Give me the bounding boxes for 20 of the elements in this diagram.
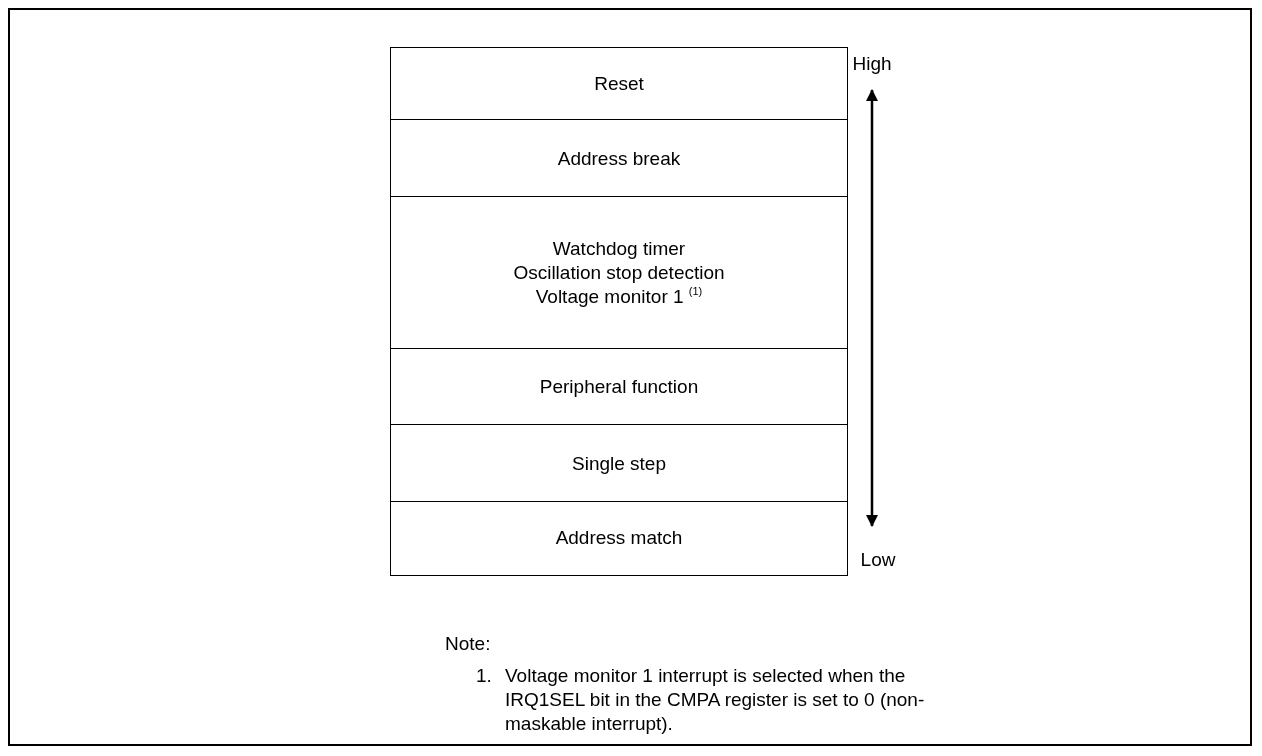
double-arrow <box>866 89 878 527</box>
priority-box <box>390 119 848 199</box>
box-text: Oscillation stop detection <box>513 261 725 286</box>
priority-box <box>390 196 848 351</box>
box-text: Watchdog timer <box>552 237 686 262</box>
box-text: Address break <box>557 146 681 171</box>
note-text: Voltage monitor 1 interrupt is selected when the IRQ1SEL bit in the CMPA register is set to 0 (non-maskable interrupt). <box>505 664 926 736</box>
priority-label: Low <box>860 548 896 572</box>
priority-box <box>390 424 848 504</box>
box-text: Address match <box>555 526 683 551</box>
box-text: Reset <box>594 72 644 97</box>
note-heading: Note: <box>445 632 492 656</box>
priority-box <box>390 47 848 122</box>
priority-label: High <box>852 52 892 76</box>
priority-box <box>390 501 848 576</box>
box-text: Voltage monitor 1 $^{(1)}$ <box>535 285 703 310</box>
box-text: Peripheral function <box>539 375 699 400</box>
priority-box <box>390 348 848 427</box>
box-text: Single step <box>572 451 666 476</box>
list-number: 1. <box>476 664 493 688</box>
